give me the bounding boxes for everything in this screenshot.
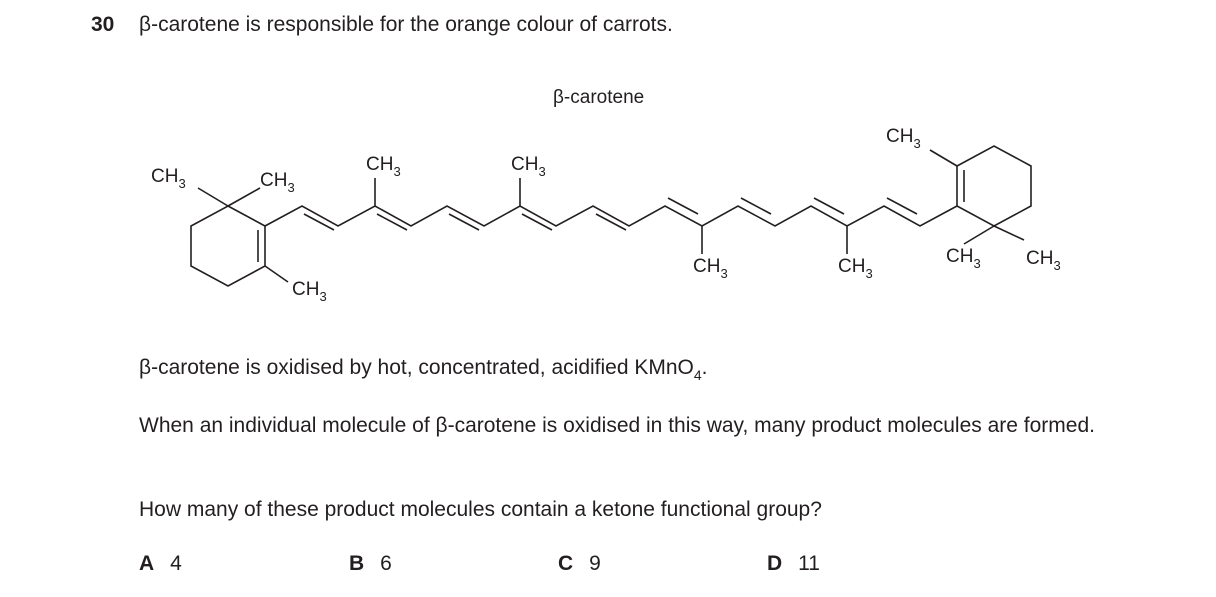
structure-caption: β-carotene: [553, 87, 644, 108]
beta-carotene-structure: β-carotene CH3 CH3 CH3 CH3 CH3 CH3 CH3 C…: [151, 87, 1061, 304]
right-gem-methyl-bond-2: [993, 225, 1025, 241]
right-gem-methyl-bond-1: [963, 225, 995, 245]
right-ring: [956, 145, 1032, 227]
methyl-label: CH3: [260, 170, 295, 195]
double-bond-6: [667, 197, 699, 215]
double-bond-4: [521, 213, 553, 231]
left-gem-methyl-bond-2: [227, 187, 261, 207]
double-bond-3: [448, 213, 480, 231]
products-statement: When an individual molecule of β-caroten…: [139, 414, 1095, 437]
right-ring-methyl-bond: [929, 149, 958, 167]
double-bond-1: [303, 213, 335, 231]
double-bond-5: [595, 213, 627, 231]
double-bond-2: [376, 213, 408, 231]
left-gem-methyl-bond-1: [197, 187, 229, 207]
double-bond-9: [886, 197, 918, 215]
double-bond-8: [813, 197, 845, 215]
methyl-label: CH3: [366, 154, 401, 179]
methyl-label: CH3: [886, 126, 921, 151]
oxidation-statement: β-carotene is oxidised by hot, concentra…: [139, 356, 708, 383]
question-number: 30: [91, 13, 115, 36]
left-ring: [190, 205, 266, 287]
methyl-label: CH3: [693, 256, 728, 281]
left-ring-methyl-bond: [264, 265, 289, 283]
methyl-label: CH3: [946, 246, 981, 271]
methyl-label: CH3: [1026, 248, 1061, 273]
methyl-label: CH3: [151, 166, 186, 191]
polyene-chain: [264, 205, 958, 227]
question-prompt: How many of these product molecules cont…: [139, 498, 822, 521]
methyl-label: CH3: [511, 154, 546, 179]
methyl-label: CH3: [838, 256, 873, 281]
question-stem: β-carotene is responsible for the orange…: [139, 13, 673, 36]
methyl-label: CH3: [292, 279, 327, 304]
double-bond-7: [740, 197, 772, 215]
